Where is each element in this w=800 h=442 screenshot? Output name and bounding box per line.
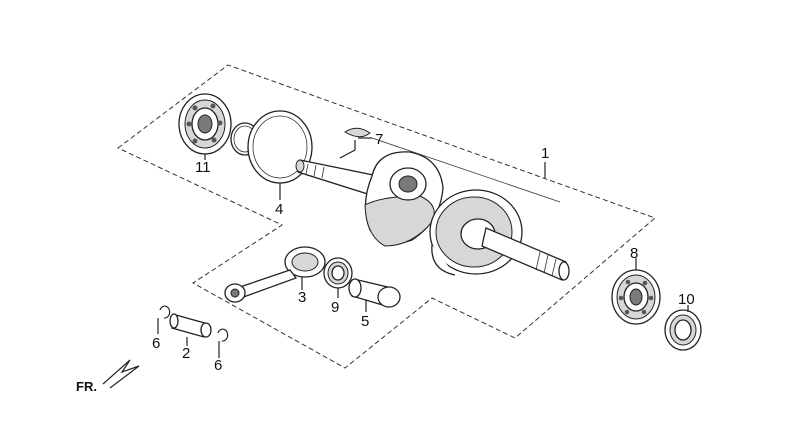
callout-7: 7 xyxy=(375,131,383,148)
callout-9: 9 xyxy=(331,299,339,316)
bearing-8 xyxy=(611,269,661,325)
crank-right-web xyxy=(429,189,523,276)
callout-2: 2 xyxy=(182,345,190,362)
crank-left-shaft xyxy=(295,159,379,197)
callout-1: 1 xyxy=(541,145,549,162)
front-label: FR. xyxy=(76,379,97,394)
woodruff-key-7 xyxy=(344,127,371,138)
piston-pin-2 xyxy=(169,313,212,338)
callout-6a: 6 xyxy=(152,335,160,352)
callout-10: 10 xyxy=(678,291,695,308)
front-direction-indicator: FR. xyxy=(76,359,140,394)
callout-6b: 6 xyxy=(214,357,222,374)
callout-3: 3 xyxy=(298,289,306,306)
needle-bearing-9 xyxy=(323,257,353,289)
callout-5: 5 xyxy=(361,313,369,330)
assembly-boundary xyxy=(117,64,656,369)
callout-4: 4 xyxy=(275,201,283,218)
circlip-6-left xyxy=(159,305,171,319)
callout-8: 8 xyxy=(630,245,638,262)
connecting-rod-3 xyxy=(224,246,326,303)
crank-right-shaft xyxy=(481,227,570,281)
bearing-11 xyxy=(178,93,232,155)
leader-lines xyxy=(157,137,689,358)
crank-left-web xyxy=(364,151,444,247)
circlip-6-right xyxy=(217,328,229,342)
crank-pin-5 xyxy=(348,278,401,308)
oil-seal-10 xyxy=(664,309,702,351)
callout-11: 11 xyxy=(195,159,211,176)
